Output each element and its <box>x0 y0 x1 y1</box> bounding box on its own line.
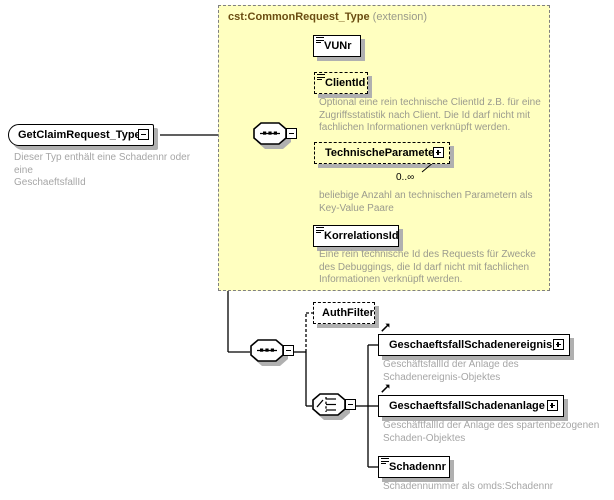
geschaeftsfallschadenanlage-expand-icon[interactable] <box>547 400 558 411</box>
sequence-icon <box>253 122 287 145</box>
root-type-box[interactable]: GetClaimRequest_Type <box>8 124 154 146</box>
korrelationsid-description: Eine rein technische Id des Requests für… <box>319 249 536 285</box>
root-collapse-icon[interactable] <box>138 129 149 140</box>
korrelationsid-box[interactable]: KorrelationsId <box>313 225 399 247</box>
ref-arrow-icon <box>381 384 390 393</box>
authfilter-label: AuthFilter <box>322 307 374 319</box>
geschaeftsfallschadenanlage-box[interactable]: GeschaeftsfallSchadenanlage <box>378 395 564 417</box>
technischeparameter-description: beliebige Anzahl an technischen Paramete… <box>319 190 533 214</box>
choice-collapse-icon[interactable] <box>345 399 356 410</box>
geschaeftsfallschadenereignis-expand-icon[interactable] <box>553 339 564 350</box>
technischeparameter-expand-icon[interactable] <box>433 147 444 158</box>
geschaeftsfallschadenereignis-label: GeschaeftsfallSchadenereignis <box>389 339 553 351</box>
sequence-compositor-body[interactable] <box>250 339 294 366</box>
sequence-collapse-icon-extension[interactable] <box>286 128 297 139</box>
clientid-description: Optional eine rein technische ClientId z… <box>319 97 541 133</box>
clientid-label: ClientId <box>325 77 366 89</box>
extension-title: cst:CommonRequest_Type (extension) <box>228 11 427 23</box>
sequence-icon <box>250 339 284 362</box>
choice-icon <box>312 393 346 416</box>
ref-arrow-icon <box>381 323 390 332</box>
geschaeftsfallschadenereignis-description: GeschäftsfallId der Anlage des Schadener… <box>383 359 519 383</box>
geschaeftsfallschadenanlage-description: GeschäftfallId der Anlage des spartenbez… <box>383 420 600 444</box>
sequence-compositor-extension[interactable] <box>253 122 297 149</box>
choice-compositor[interactable] <box>312 393 356 420</box>
element-icon <box>317 74 325 81</box>
element-icon <box>316 37 324 44</box>
technischeparameter-box[interactable]: TechnischeParameter <box>314 142 450 164</box>
element-icon <box>381 458 389 465</box>
vunr-box[interactable]: VUNr <box>313 35 361 57</box>
element-icon <box>316 227 324 234</box>
root-type-label: GetClaimRequest_Type <box>18 129 141 141</box>
extension-kind-label: (extension) <box>372 11 428 23</box>
korrelationsid-label: KorrelationsId <box>324 230 399 242</box>
geschaeftsfallschadenanlage-label: GeschaeftsfallSchadenanlage <box>389 400 545 412</box>
schadennr-description: Schadennummer als omds:Schadennr <box>383 481 554 492</box>
clientid-box[interactable]: ClientId <box>314 72 368 94</box>
authfilter-box[interactable]: AuthFilter <box>313 302 375 324</box>
geschaeftsfallschadenereignis-box[interactable]: GeschaeftsfallSchadenereignis <box>378 334 570 356</box>
technischeparameter-cardinality: 0..∞ <box>396 172 415 183</box>
schadennr-label: Schadennr <box>389 461 446 473</box>
root-type-description: Dieser Typ enthält eine Schadennr oder e… <box>14 152 191 188</box>
vunr-label: VUNr <box>324 40 352 52</box>
technischeparameter-label: TechnischeParameter <box>325 147 439 159</box>
sequence-collapse-icon-body[interactable] <box>283 345 294 356</box>
extension-type-name: cst:CommonRequest_Type <box>228 11 370 23</box>
schadennr-box[interactable]: Schadennr <box>378 456 450 478</box>
